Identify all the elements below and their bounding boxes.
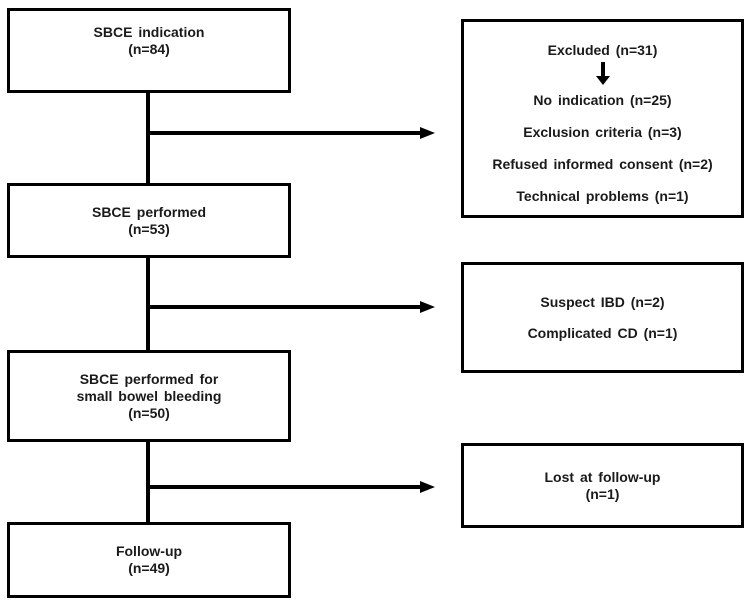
excluded-reason: No indication (n=25) — [533, 92, 672, 108]
box-sbce-indication: SBCE indication (n=84) — [7, 8, 291, 93]
box-count: (n=49) — [128, 560, 170, 576]
branch-line-2 — [148, 305, 422, 309]
box-excluded: Excluded (n=31) No indication (n=25) Exc… — [461, 19, 744, 218]
box-header: Excluded (n=31) — [547, 42, 658, 58]
box-text-line: SBCE performed for — [79, 370, 219, 387]
arrow-right-icon-1 — [420, 127, 435, 139]
box-count: (n=84) — [128, 41, 170, 57]
branch-line-1 — [148, 131, 422, 135]
box-sbce-performed: SBCE performed (n=53) — [7, 183, 291, 258]
arrow-right-icon-3 — [420, 481, 435, 493]
down-arrow-icon — [595, 62, 610, 85]
branch-line-3 — [148, 485, 422, 489]
box-text-line: Follow-up — [115, 543, 183, 559]
box-count: (n=53) — [128, 220, 170, 237]
arrow-right-icon-2 — [420, 301, 435, 313]
box-count: (n=50) — [128, 404, 170, 421]
box-other-diagnosis: Suspect IBD (n=2) Complicated CD (n=1) — [461, 262, 744, 373]
diagnosis-item: Suspect IBD (n=2) — [540, 293, 665, 310]
box-follow-up: Follow-up (n=49) — [7, 522, 291, 598]
connector-vertical-2 — [146, 256, 150, 352]
box-text-line: small bowel bleeding — [76, 387, 222, 404]
box-count: (n=1) — [585, 485, 620, 502]
box-text-line: SBCE performed — [91, 203, 207, 220]
excluded-reason: Exclusion criteria (n=3) — [523, 124, 682, 140]
connector-vertical-1 — [146, 90, 150, 186]
diagnosis-item: Complicated CD (n=1) — [527, 324, 678, 341]
box-sbce-performed-bleeding: SBCE performed for small bowel bleeding … — [7, 350, 291, 442]
box-text-line: SBCE indication — [93, 24, 205, 40]
connector-vertical-3 — [146, 440, 150, 524]
excluded-reason: Technical problems (n=1) — [516, 188, 689, 204]
excluded-reason: Refused informed consent (n=2) — [492, 156, 713, 172]
box-lost-at-follow-up: Lost at follow-up (n=1) — [461, 443, 744, 528]
box-text-line: Lost at follow-up — [544, 468, 661, 485]
